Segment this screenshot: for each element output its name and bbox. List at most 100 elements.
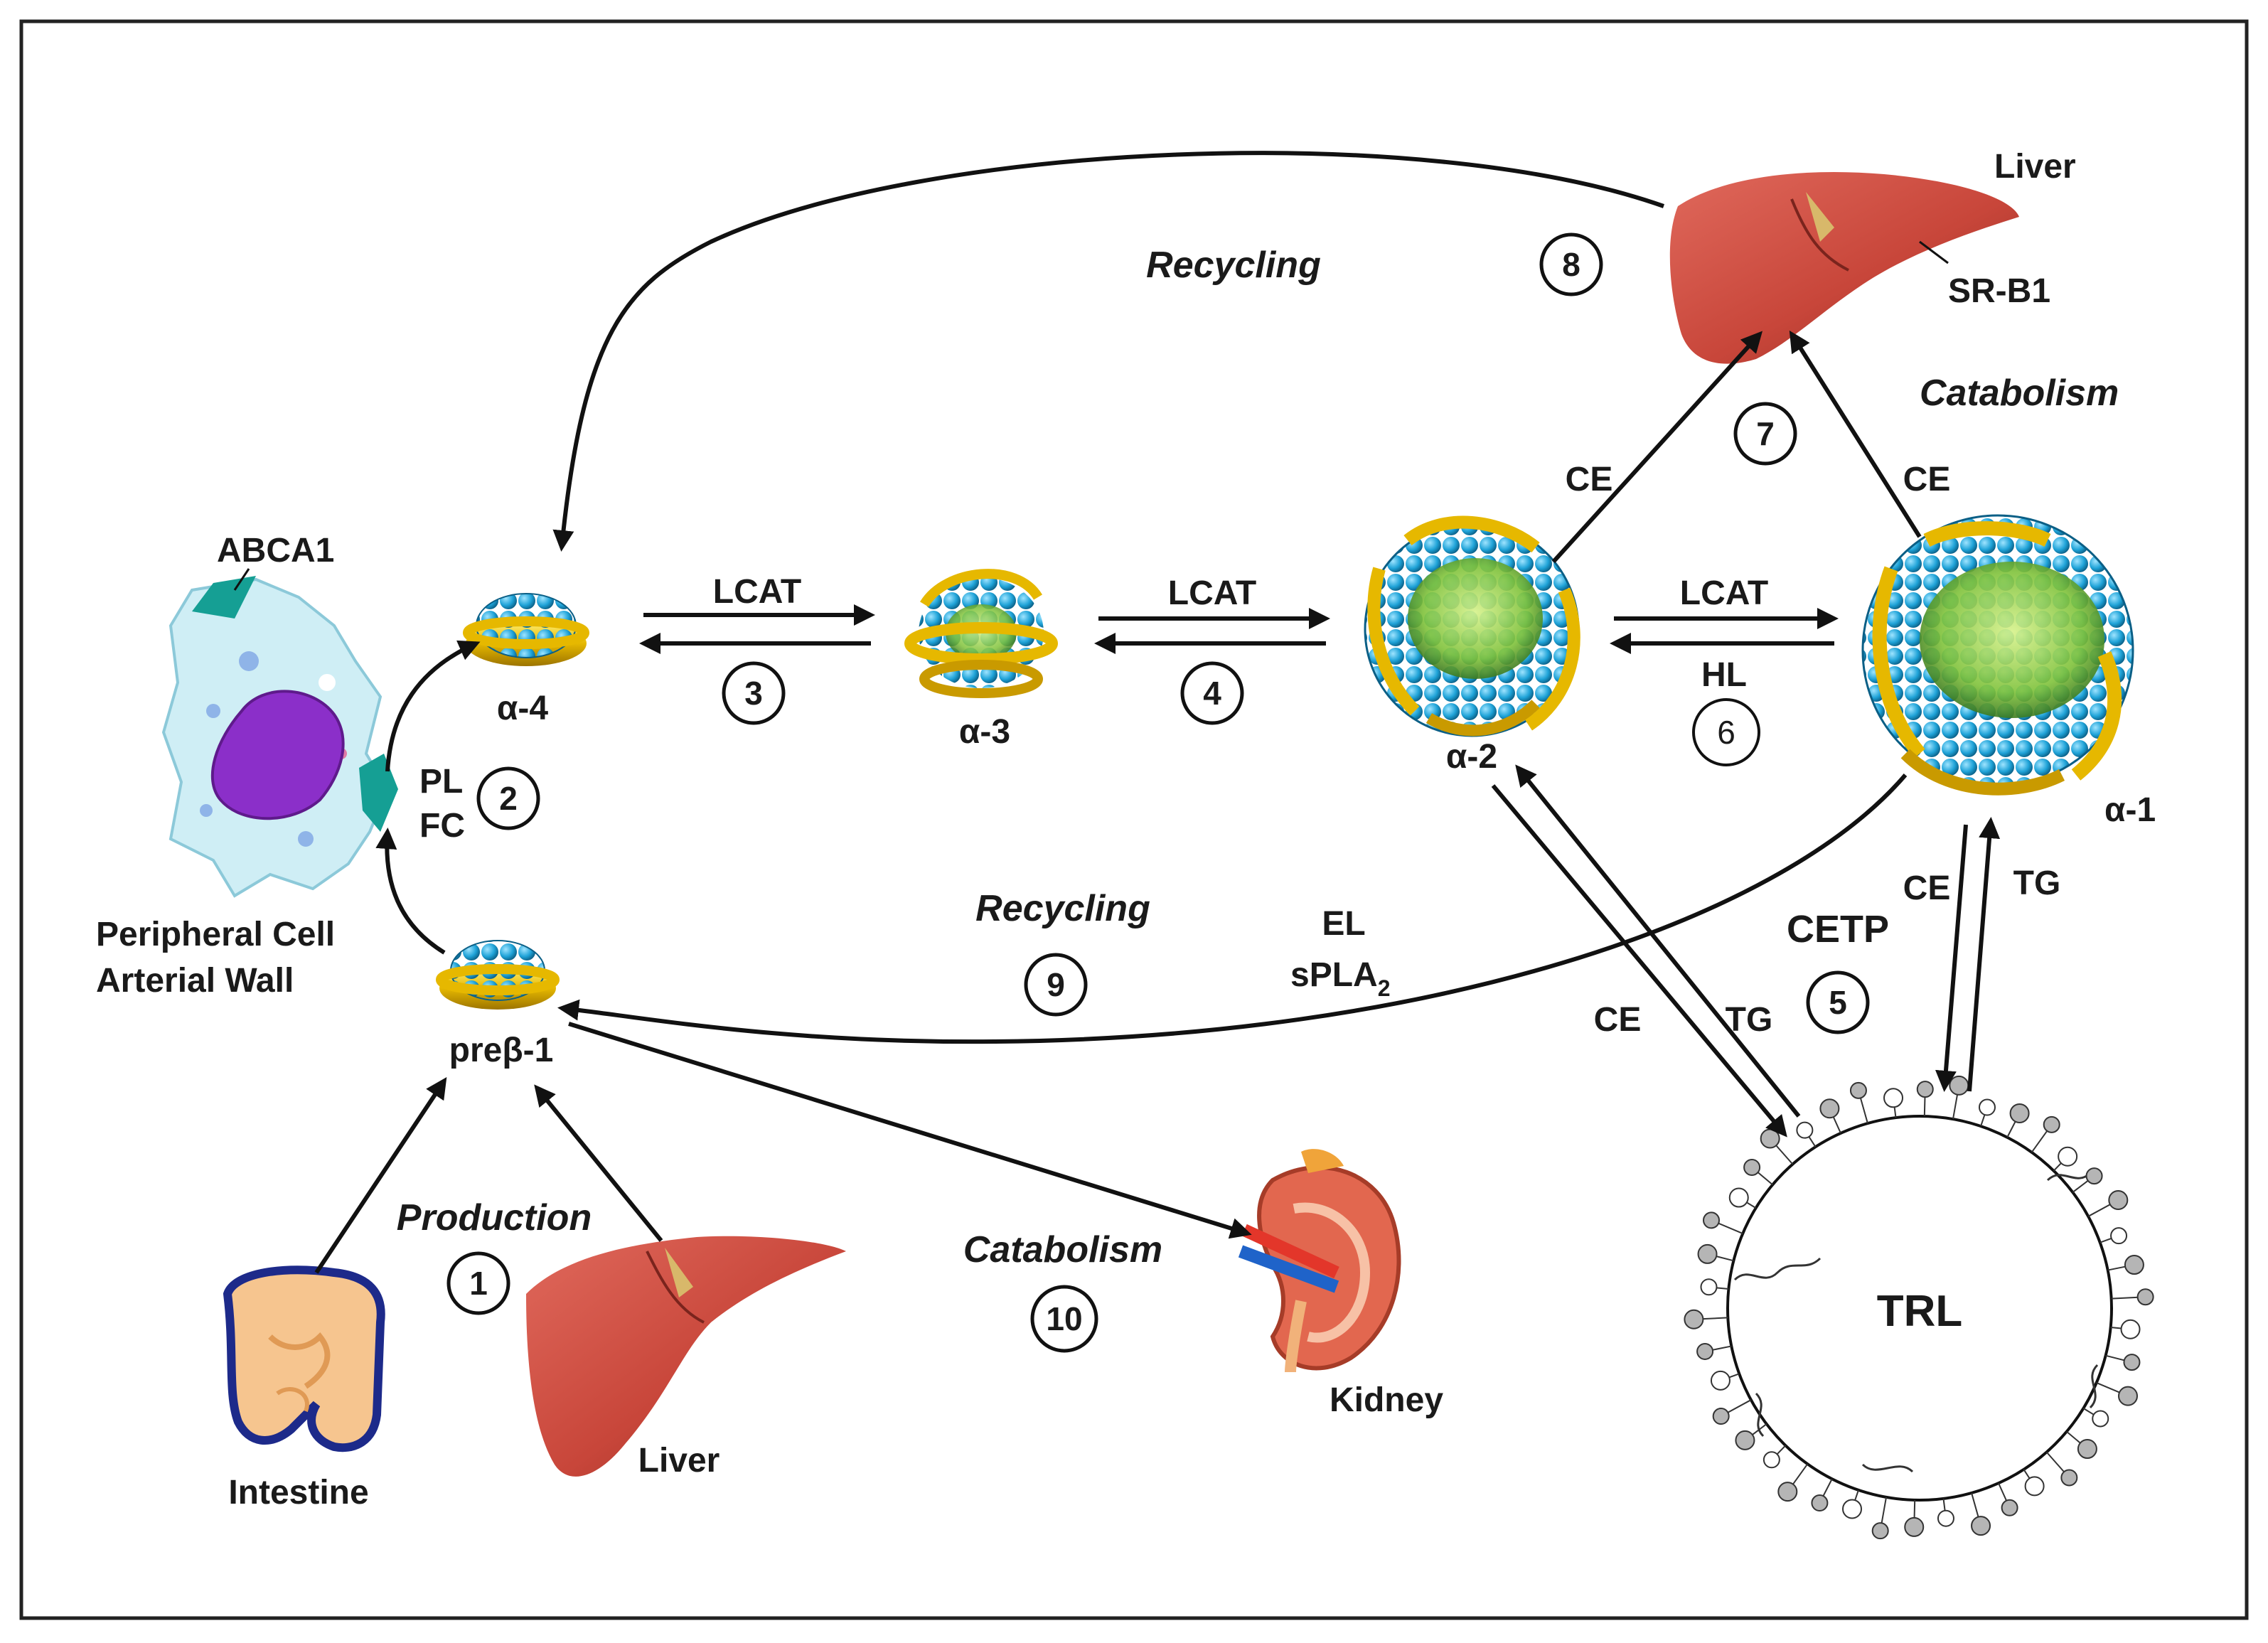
trl-protein-dot bbox=[2024, 1476, 2045, 1497]
step-number-8: 8 bbox=[1562, 246, 1580, 283]
nucleus bbox=[210, 690, 345, 820]
ce-label-7: CE bbox=[1566, 461, 1613, 498]
trl-protein-dot bbox=[1710, 1370, 1731, 1391]
trl-protein-dot bbox=[2043, 1115, 2060, 1133]
step-number-6: 6 bbox=[1717, 714, 1735, 751]
step-number-2: 2 bbox=[499, 780, 518, 817]
arrow-8-recycling bbox=[552, 151, 1664, 552]
trl-protein-dot bbox=[2092, 1410, 2109, 1428]
liver-bottom-label: Liver bbox=[638, 1442, 720, 1479]
alpha3-particle bbox=[904, 569, 1058, 698]
step-number-1: 1 bbox=[469, 1265, 488, 1302]
trl-protein-dot bbox=[1760, 1128, 1780, 1149]
prebeta1-particle bbox=[436, 940, 560, 1010]
peripheral-cell-label-2: Arterial Wall bbox=[96, 962, 294, 1000]
step-circle-4: 4 bbox=[1180, 661, 1244, 725]
trl-protein-dot bbox=[1819, 1098, 1840, 1119]
lcat-label-4: LCAT bbox=[1168, 574, 1256, 612]
fc-label: FC bbox=[419, 807, 465, 845]
trl-protein-dot bbox=[2058, 1146, 2078, 1167]
alpha2-label: α-2 bbox=[1446, 738, 1497, 776]
spla2-label: sPLA2 bbox=[1290, 956, 1391, 1001]
step-circle-10: 10 bbox=[1030, 1285, 1098, 1353]
step-circle-9: 9 bbox=[1024, 953, 1088, 1017]
step-circle-6: 6 bbox=[1692, 698, 1760, 766]
spla2-main: sPLA bbox=[1290, 956, 1378, 994]
arrow-trl-to-alpha1 bbox=[1967, 817, 2001, 1092]
trl-protein-dot bbox=[1703, 1211, 1721, 1229]
lcat-label-3: LCAT bbox=[713, 573, 801, 611]
trl-protein-dot bbox=[1871, 1522, 1889, 1540]
step-number-9: 9 bbox=[1047, 966, 1065, 1003]
intestine-label: Intestine bbox=[228, 1474, 368, 1511]
arrow-liver-to-prebeta bbox=[534, 1084, 663, 1242]
trl-protein-dot bbox=[1883, 1088, 1904, 1108]
arrow-alpha1-to-trl bbox=[1935, 824, 1968, 1092]
tg-cetp-left-label: TG bbox=[1726, 1001, 1773, 1039]
trl-protein-dot bbox=[1849, 1081, 1867, 1099]
step-circle-2: 2 bbox=[476, 766, 540, 830]
catabolism-top-label: Catabolism bbox=[1920, 373, 2119, 414]
ce-cetp-left-label: CE bbox=[1594, 1001, 1642, 1039]
trl-protein-dot bbox=[1728, 1187, 1749, 1208]
alpha2-particle bbox=[1364, 515, 1580, 737]
trl-particle bbox=[1726, 1115, 2113, 1502]
arrow-trl-to-alpha2 bbox=[1515, 764, 1801, 1118]
peripheral-cell bbox=[161, 576, 398, 898]
arrow-alpha2-to-trl bbox=[1491, 784, 1787, 1138]
catabolism-bottom-label: Catabolism bbox=[963, 1229, 1162, 1270]
step-circle-7: 7 bbox=[1733, 402, 1797, 466]
arrow-10-to-kidney bbox=[568, 1022, 1252, 1239]
trl-label: TRL bbox=[1877, 1287, 1963, 1336]
trl-protein-dot bbox=[2077, 1439, 2097, 1460]
alpha4-label: α-4 bbox=[497, 690, 548, 727]
trl-protein-dot bbox=[2123, 1354, 2141, 1371]
cetp-label: CETP bbox=[1787, 908, 1889, 951]
ce-label-liver-right: CE bbox=[1903, 461, 1951, 498]
trl-protein-dot bbox=[2085, 1167, 2103, 1185]
trl-protein-dot bbox=[1811, 1494, 1829, 1512]
trl-protein-dot bbox=[1916, 1081, 1934, 1098]
sr-b1-label: SR-B1 bbox=[1948, 272, 2050, 310]
alpha1-particle bbox=[1861, 514, 2134, 796]
trl-protein-dot bbox=[1697, 1243, 1718, 1264]
trl-protein-dot bbox=[1842, 1499, 1863, 1519]
trl-protein-dot bbox=[2060, 1469, 2078, 1487]
step-number-3: 3 bbox=[744, 675, 763, 712]
kidney-image bbox=[1238, 1149, 1401, 1373]
trl-surface-proteins bbox=[1684, 1075, 2154, 1540]
trl-protein-dot bbox=[1735, 1430, 1755, 1450]
arrow-9-recycling bbox=[557, 774, 1908, 1044]
trl-protein-dot bbox=[1978, 1098, 1996, 1116]
trl-protein-dot bbox=[2136, 1288, 2154, 1306]
trl-protein-dot bbox=[1684, 1309, 1704, 1329]
trl-protein-dot bbox=[2120, 1319, 2141, 1339]
trl-protein-dot bbox=[1700, 1278, 1718, 1296]
trl-protein-dot bbox=[1696, 1342, 1714, 1360]
el-label: EL bbox=[1322, 905, 1365, 943]
recycling-bottom-label: Recycling bbox=[975, 888, 1150, 929]
trl-protein-dot bbox=[1971, 1516, 1991, 1536]
kidney-label: Kidney bbox=[1330, 1381, 1443, 1419]
step-number-7: 7 bbox=[1756, 415, 1775, 452]
arrow-cell-to-alpha4 bbox=[385, 640, 481, 772]
trl-protein-dot bbox=[1777, 1482, 1798, 1502]
step-circle-5: 5 bbox=[1806, 970, 1870, 1034]
trl-protein-dot bbox=[2108, 1189, 2129, 1210]
lcat-label-6: LCAT bbox=[1680, 574, 1768, 612]
trl-protein-dot bbox=[2110, 1227, 2128, 1245]
step-number-5: 5 bbox=[1829, 984, 1847, 1021]
trl-protein-dot bbox=[1904, 1516, 1925, 1537]
spla2-sub: 2 bbox=[1378, 975, 1391, 1001]
arrow-intestine-to-prebeta bbox=[314, 1077, 447, 1274]
trl-protein-dot bbox=[2124, 1255, 2144, 1275]
peripheral-cell-label-1: Peripheral Cell bbox=[96, 916, 335, 953]
arrow-prebeta-to-cell bbox=[375, 828, 446, 955]
pl-label: PL bbox=[419, 763, 463, 801]
liver-top-label: Liver bbox=[1994, 148, 2076, 186]
trl-protein-dot bbox=[2117, 1386, 2138, 1406]
trl-protein-dot bbox=[1743, 1158, 1761, 1176]
arrow-7-alpha2-to-liver bbox=[1551, 331, 1763, 564]
tg-cetp-right-label: TG bbox=[2013, 865, 2061, 902]
